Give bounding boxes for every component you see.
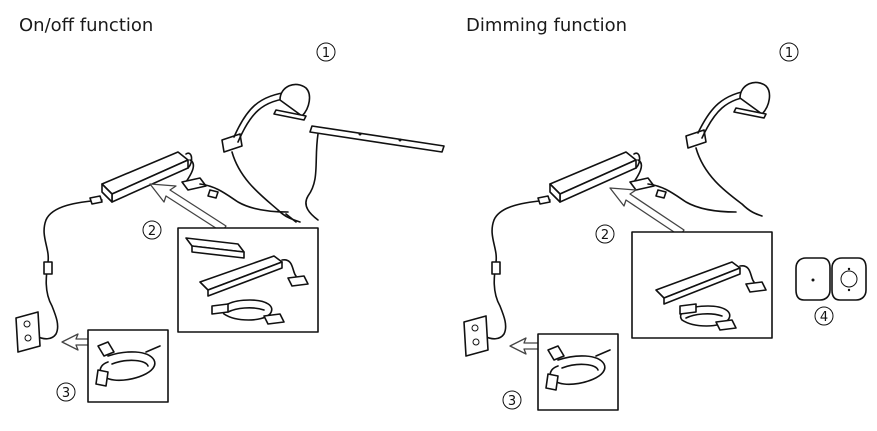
callout-1: 1 xyxy=(779,42,799,62)
power-plug-box xyxy=(87,329,169,403)
power-plug-icon xyxy=(545,345,611,391)
panel-title: Dimming function xyxy=(466,15,628,36)
callout-3: 3 xyxy=(56,382,76,402)
led-driver-icon xyxy=(549,151,737,213)
callout-4: 4 xyxy=(814,306,834,326)
svg-text:1: 1 xyxy=(322,46,330,61)
on-off-diagram: 1 2 3 xyxy=(15,42,445,403)
panel-dimming: Dimming function xyxy=(450,0,877,431)
power-plug-box xyxy=(537,333,619,411)
panel-title: On/off function xyxy=(19,15,154,36)
dimming-diagram: 1 2 3 4 xyxy=(463,42,867,411)
wall-lamp-icon xyxy=(221,83,311,223)
svg-text:3: 3 xyxy=(508,394,516,409)
mounting-rail-icon xyxy=(305,125,445,221)
svg-text:1: 1 xyxy=(785,46,793,61)
driver-kit-box xyxy=(631,231,773,339)
led-driver-icon xyxy=(101,151,289,213)
svg-text:2: 2 xyxy=(148,224,156,239)
svg-text:4: 4 xyxy=(820,310,828,325)
svg-text:2: 2 xyxy=(601,228,609,243)
panel-on-off: On/off function xyxy=(15,15,445,403)
callout-3: 3 xyxy=(502,390,522,410)
wall-lamp-icon xyxy=(685,81,771,217)
power-plug-icon xyxy=(95,341,161,387)
callout-2: 2 xyxy=(595,224,615,244)
arrow-to-driver xyxy=(609,187,685,237)
svg-text:3: 3 xyxy=(62,386,70,401)
remote-dimmer-icon xyxy=(795,257,867,301)
callout-1: 1 xyxy=(316,42,336,62)
wall-outlet-icon xyxy=(463,315,489,357)
power-cable xyxy=(35,199,103,340)
driver-kit-box xyxy=(177,227,319,333)
callout-2: 2 xyxy=(142,220,162,240)
power-cable xyxy=(483,199,551,340)
wall-outlet-icon xyxy=(15,311,41,353)
